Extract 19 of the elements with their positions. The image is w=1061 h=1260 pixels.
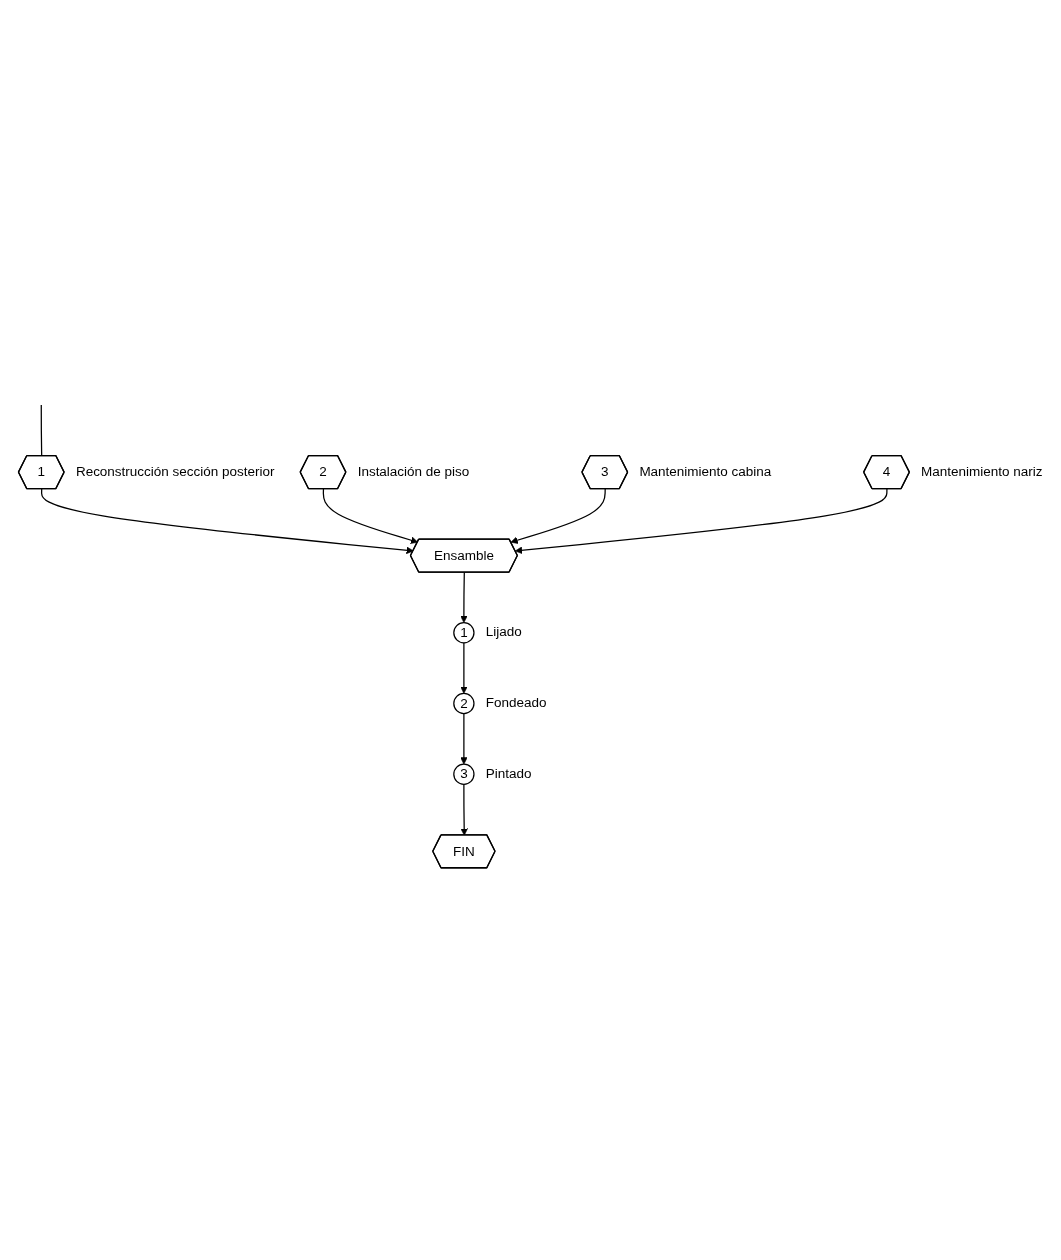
node-caption: Lijado [485, 624, 522, 640]
arrow [460, 783, 468, 836]
arrow [322, 488, 419, 544]
node-caption: Fondeado [485, 694, 547, 710]
node-caption: Mantenimiento cabina [639, 463, 772, 479]
node-caption: Mantenimiento nariz [921, 463, 1043, 479]
arrow [514, 488, 888, 554]
connector [40, 404, 43, 457]
node-caption: Pintado [485, 765, 532, 781]
arrow [460, 642, 468, 694]
arrow [460, 571, 468, 623]
arrow [510, 488, 606, 544]
node-circle: 3 [453, 763, 475, 785]
arrow [460, 712, 468, 765]
node-circle: 1 [453, 621, 475, 644]
node-circle: 2 [453, 692, 475, 715]
node-caption: Reconstrucción sección posterior [75, 463, 275, 479]
arrow [41, 488, 414, 554]
node-caption: Instalación de piso [357, 463, 470, 479]
